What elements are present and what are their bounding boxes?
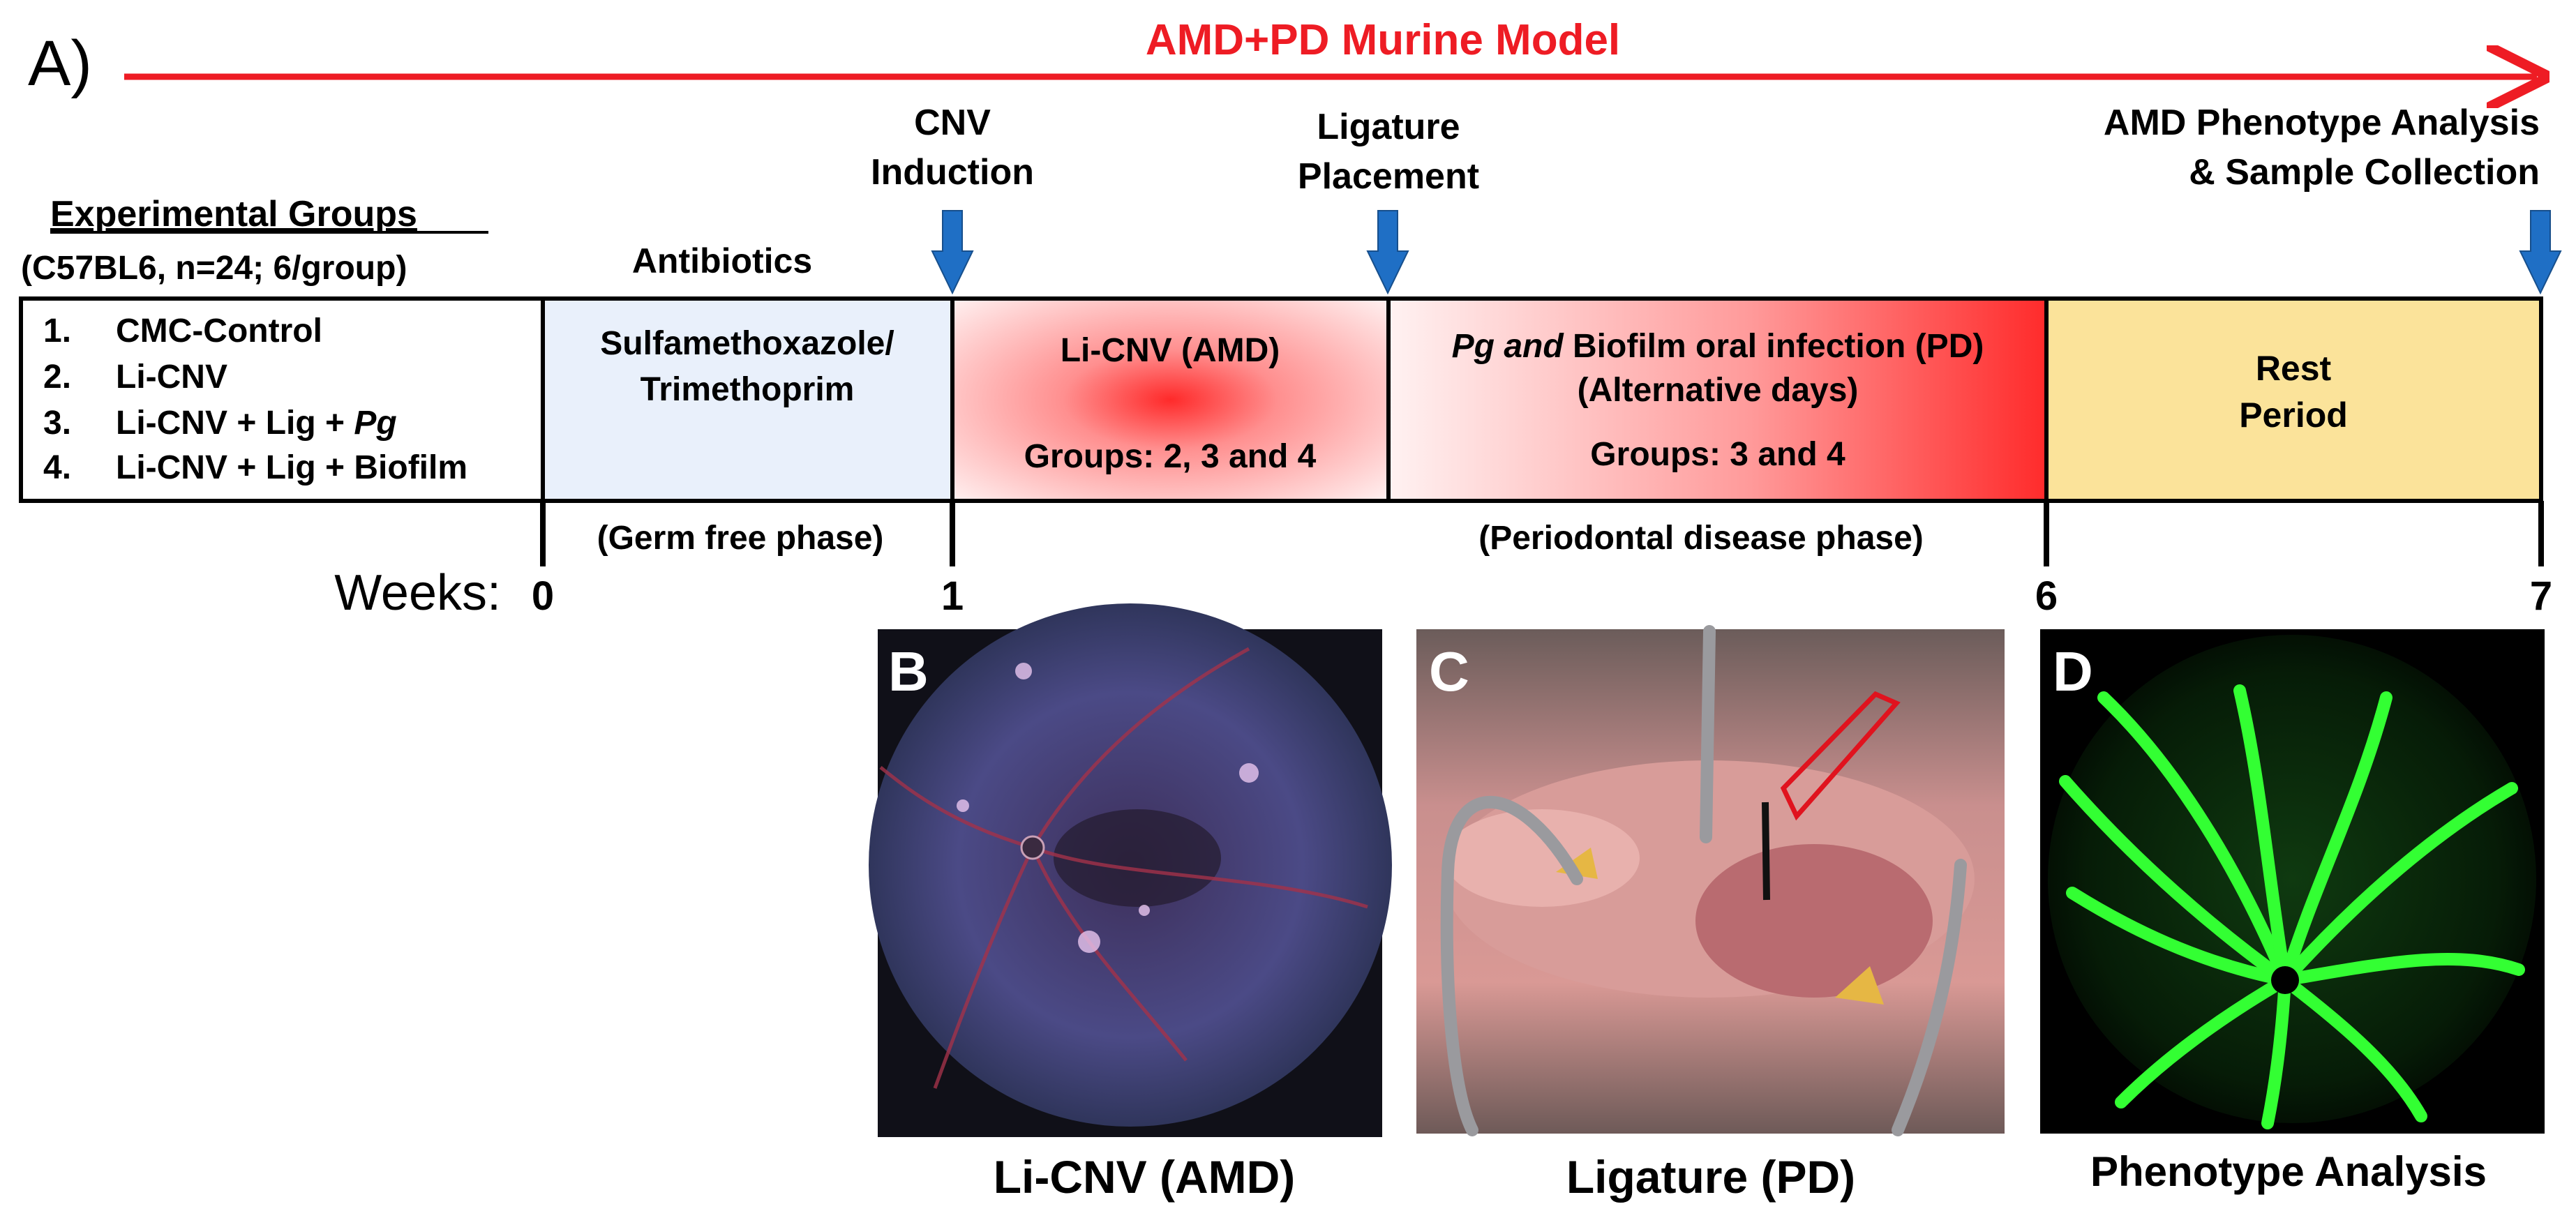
- group-item-text: Li-CNV + Lig + Biofilm: [116, 449, 467, 486]
- germ-free-phase-box: [541, 296, 954, 503]
- ligature-photo: [1416, 625, 2005, 1136]
- periodontal-phase-label: (Periodontal disease phase): [1478, 520, 1924, 557]
- ligature-placement-label-1: Ligature: [1317, 107, 1460, 147]
- group-item-text: CMC-Control: [116, 313, 322, 349]
- group-item-num: 1.: [43, 313, 71, 349]
- week-tick-label: 0: [532, 573, 554, 619]
- group-item-text: Li-CNV + Lig + Pg: [116, 405, 397, 442]
- infection-phase-title: Pg and Biofilm oral infection (PD): [1452, 328, 1984, 365]
- pointer-arrow: [1780, 691, 1901, 821]
- panel-d-caption: Phenotype Analysis: [2090, 1148, 2487, 1195]
- amd-analysis-label-2: & Sample Collection: [2189, 152, 2540, 193]
- amd-analysis-label-1: AMD Phenotype Analysis: [2104, 103, 2540, 143]
- panel-letter-b: B: [888, 640, 929, 702]
- licnv-phase-box: [950, 296, 1391, 503]
- licnv-phase-groups: Groups: 2, 3 and 4: [1024, 438, 1317, 475]
- week-tick-label: 1: [941, 573, 964, 619]
- group-item-num: 4.: [43, 449, 71, 486]
- panel-letter-d: D: [2053, 640, 2093, 702]
- rest-phase-box: [2044, 296, 2543, 503]
- fundus-photo: [869, 603, 1392, 1137]
- panel-b-caption: Li-CNV (AMD): [994, 1151, 1296, 1203]
- antibiotic-name-2: Trimethoprim: [641, 371, 855, 408]
- germ-free-phase-label: (Germ free phase): [597, 520, 884, 557]
- cnv-induction-label-1: CNV: [914, 103, 991, 143]
- ligature-event-arrow: [1366, 210, 1409, 295]
- antibiotic-name-1: Sulfamethoxazole/: [600, 325, 894, 362]
- group-item-num: 3.: [43, 405, 71, 442]
- week-tick-label: 6: [2035, 573, 2058, 619]
- group-item-text: Li-CNV: [116, 359, 227, 396]
- ligature-placement-label-2: Placement: [1298, 156, 1479, 197]
- week-tick-lines: [540, 501, 2544, 566]
- group-item-num: 2.: [43, 359, 71, 396]
- angiography-photo: [2040, 629, 2545, 1134]
- licnv-phase-title: Li-CNV (AMD): [1061, 332, 1280, 369]
- groups-list: 1. CMC-Control 2. Li-CNV 3. Li-CNV + Lig…: [43, 313, 467, 486]
- weeks-label: Weeks:: [334, 565, 501, 621]
- model-title: AMD+PD Murine Model: [1146, 16, 1620, 64]
- panel-c-caption: Ligature (PD): [1566, 1151, 1855, 1203]
- cnv-induction-label-2: Induction: [871, 152, 1034, 193]
- infection-phase-groups: Groups: 3 and 4: [1590, 436, 1845, 473]
- panel-label-a: A): [28, 28, 92, 99]
- infection-phase-days: (Alternative days): [1578, 372, 1859, 409]
- week-tick-label: 7: [2530, 573, 2552, 619]
- cnv-event-arrow: [931, 210, 974, 295]
- groups-box: [19, 296, 545, 503]
- groups-heading: Experimental Groups: [50, 194, 417, 234]
- panel-letter-c: C: [1429, 640, 1469, 702]
- rest-period-label-2: Period: [2239, 396, 2348, 435]
- infection-phase-box: [1386, 296, 2049, 503]
- rest-period-label-1: Rest: [2256, 349, 2332, 388]
- groups-subheading: (C57BL6, n=24; 6/group): [21, 250, 407, 287]
- amd-event-arrow: [2519, 210, 2562, 295]
- antibiotics-label: Antibiotics: [632, 241, 812, 280]
